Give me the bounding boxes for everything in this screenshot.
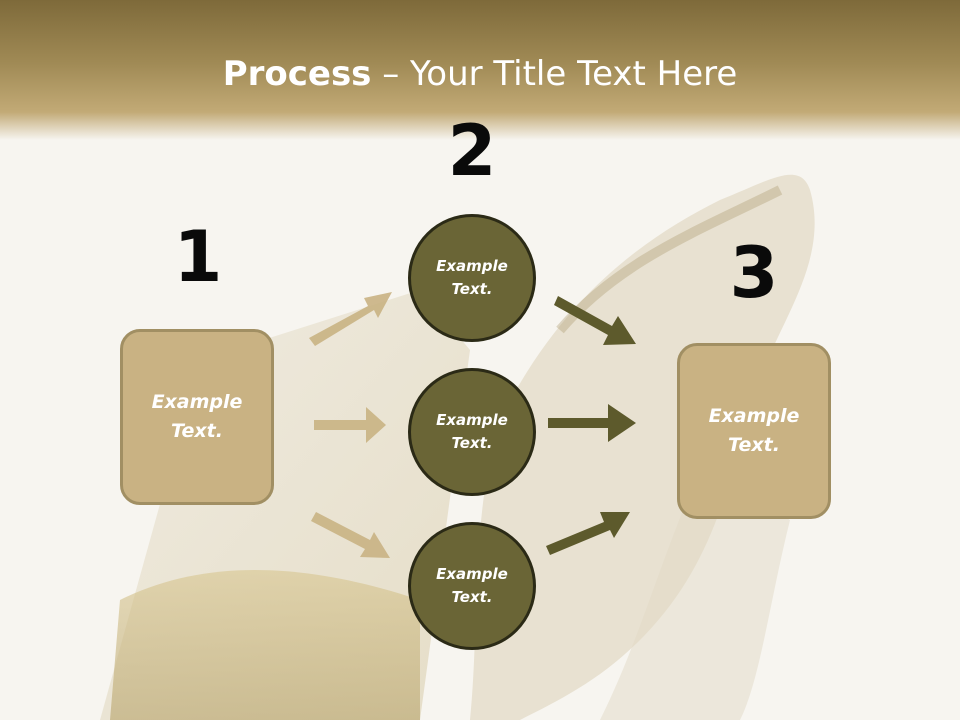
arrow-left-down: [311, 512, 390, 558]
step-3-box: Example Text.: [677, 343, 831, 519]
arrow-left-up: [309, 292, 392, 346]
arrow-right-up: [554, 296, 636, 345]
arrow-right-down: [546, 512, 630, 555]
step-number-2: 2: [447, 110, 497, 192]
page-title: Process – Your Title Text Here: [0, 52, 960, 96]
circle-middle: Example Text.: [408, 368, 536, 496]
title-bar: [0, 0, 960, 140]
step-1-box-text: Example Text.: [151, 391, 243, 442]
circle-middle-text: Example Text.: [436, 411, 508, 452]
circle-bottom: Example Text.: [408, 522, 536, 650]
arrow-left-middle: [314, 407, 386, 443]
step-1-box: Example Text.: [120, 329, 274, 505]
step-number-1: 1: [173, 216, 223, 298]
circle-top-text: Example Text.: [436, 257, 508, 298]
circle-bottom-text: Example Text.: [436, 565, 508, 606]
title-bold: Process: [222, 54, 372, 94]
arrow-right-middle: [548, 404, 636, 442]
circle-top: Example Text.: [408, 214, 536, 342]
step-3-box-text: Example Text.: [708, 405, 800, 456]
title-rest: – Your Title Text Here: [371, 54, 738, 94]
step-number-3: 3: [729, 232, 779, 314]
